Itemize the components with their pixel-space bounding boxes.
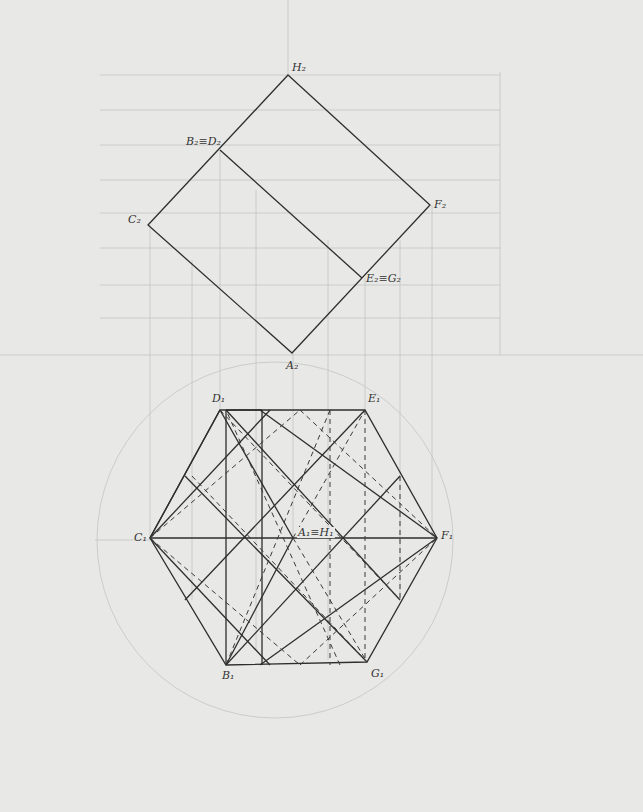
point-label: G₁ — [371, 668, 384, 679]
point-label: C₂ — [128, 214, 141, 225]
point-label: B₂≡D₂ — [186, 136, 221, 147]
point-label: H₂ — [292, 62, 306, 73]
point-label: E₁ — [368, 393, 380, 404]
point-label: E₂≡G₂ — [366, 273, 401, 284]
point-label: F₂ — [434, 199, 446, 210]
point-label: C₁ — [134, 532, 147, 543]
point-label: D₁ — [212, 393, 225, 404]
point-label: A₁≡H₁ — [297, 527, 335, 538]
point-label: A₂ — [286, 360, 298, 371]
point-label: F₁ — [441, 530, 453, 541]
point-label: B₁ — [222, 670, 235, 681]
